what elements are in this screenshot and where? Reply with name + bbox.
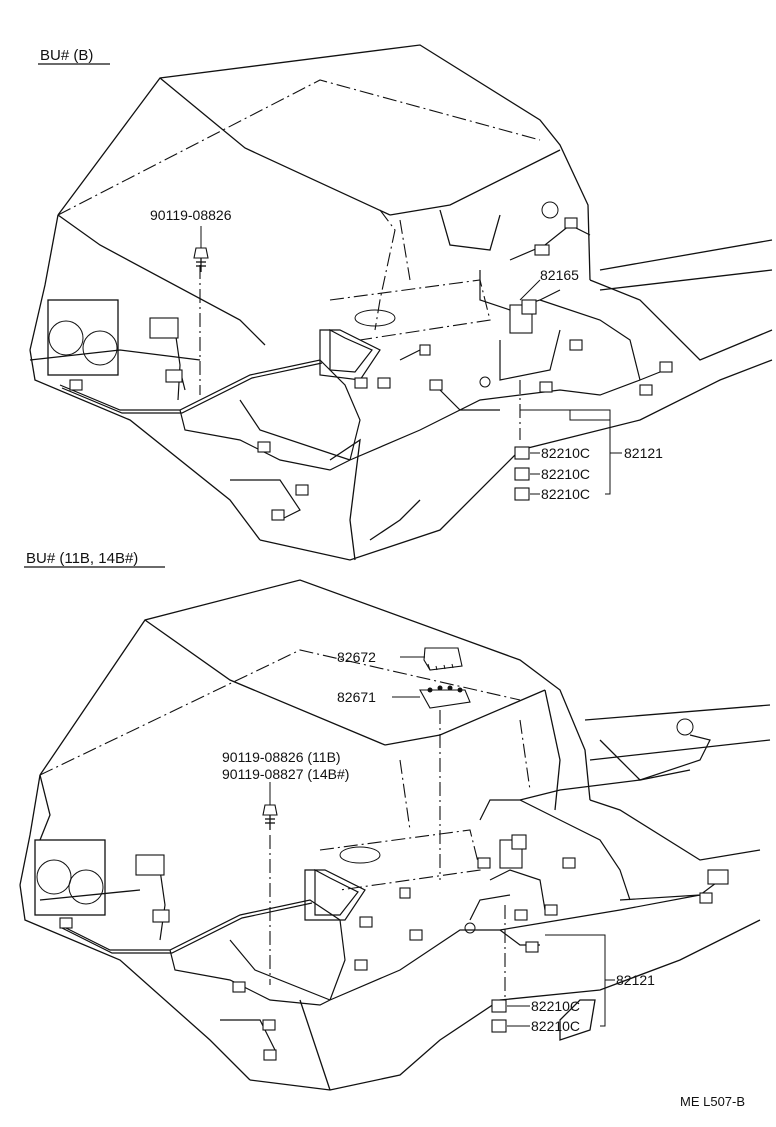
top-wiring-harness — [59, 224, 666, 521]
top-bolt-label: 90119-08826 — [150, 207, 232, 223]
top-relay-icon-3 — [514, 487, 530, 501]
bottom-connectors — [59, 647, 729, 1061]
top-connectors — [69, 201, 673, 521]
bottom-header: BU# (11B, 14B#) — [26, 550, 138, 567]
relay-box-cover-icon — [423, 647, 463, 671]
top-relay-label-3: 82210C — [541, 486, 590, 502]
top-harness-main-label: 82121 — [624, 445, 663, 461]
top-relay-icon-1 — [514, 446, 530, 460]
bottom-relay-label-1: 82210C — [531, 998, 580, 1014]
bottom-diagram: BU# (11B, 14B#) — [19, 550, 771, 1091]
bottom-cover-label: 82672 — [337, 649, 376, 665]
relay-block-icon — [419, 689, 471, 709]
top-diagram: BU# (B) — [29, 44, 773, 561]
top-header: BU# (B) — [40, 47, 93, 64]
footer-code: ME L507-B — [680, 1094, 745, 1109]
bottom-bolt-label-2: 90119-08827 (14B#) — [222, 766, 349, 782]
bottom-hidden-lines — [39, 649, 531, 1000]
top-relay-icon-2 — [514, 467, 530, 481]
bottom-cab-body — [19, 579, 771, 1091]
bottom-bolt-label-1: 90119-08826 (11B) — [222, 749, 341, 765]
bottom-harness-main-label: 82121 — [616, 972, 655, 988]
top-hidden-lines — [57, 79, 541, 440]
top-cab-body — [29, 44, 773, 561]
bottom-block-label: 82671 — [337, 689, 376, 705]
bottom-relay-label-2: 82210C — [531, 1018, 580, 1034]
bottom-relay-icon-1 — [491, 999, 507, 1013]
bottom-relay-icon-2 — [491, 1019, 507, 1033]
bottom-wiring-harness — [59, 734, 721, 1061]
top-harness-rear-label: 82165 — [540, 267, 579, 283]
top-relay-label-2: 82210C — [541, 466, 590, 482]
bottom-leader-lines — [269, 656, 615, 1027]
top-relay-label-1: 82210C — [541, 445, 590, 461]
top-leader-lines — [200, 226, 622, 495]
